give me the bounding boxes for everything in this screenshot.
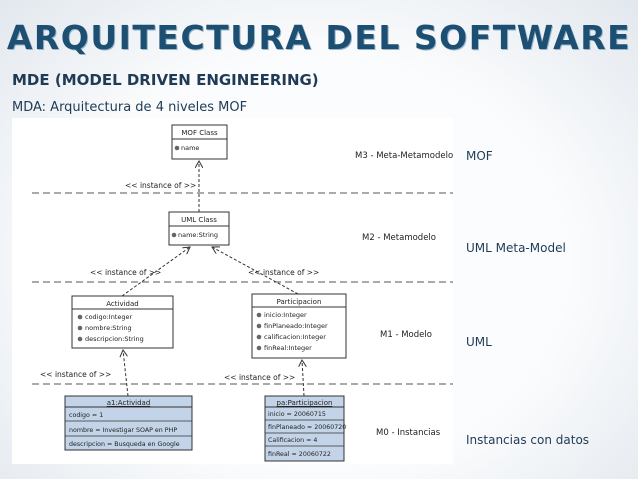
- mof-class-box: MOF Class name: [171, 124, 228, 160]
- a1-instance-attr: codigo = 1: [69, 412, 103, 419]
- pa-instance-attr: finPlaneado = 20060720: [268, 424, 346, 431]
- pa-participacion-instance-box: pa:Participacion inicio = 20060715 finPl…: [264, 395, 346, 462]
- uml-class-box: UML Class name:String: [168, 211, 230, 246]
- participacion-attr: inicio:Integer: [264, 311, 307, 319]
- attribute-bullet-icon: [256, 345, 262, 351]
- actividad-attr: nombre:String: [85, 324, 132, 332]
- attribute-bullet-icon: [77, 336, 83, 342]
- instance-of-label-m2-left: << instance of >>: [90, 268, 161, 277]
- level-label-m1: M1 - Modelo: [380, 330, 432, 340]
- instance-of-label-m3: << instance of >>: [125, 181, 196, 190]
- attribute-bullet-icon: [256, 334, 262, 340]
- participacion-class-name: Participacion: [277, 298, 322, 306]
- participacion-attr: finReal:Integer: [264, 344, 312, 352]
- attribute-bullet-icon: [256, 312, 262, 318]
- slide-caption: MDA: Arquitectura de 4 niveles MOF: [12, 100, 248, 115]
- level-label-m0: M0 - Instancias: [376, 428, 441, 438]
- side-label-uml-meta-model: UML Meta-Model: [466, 241, 566, 255]
- participacion-class-box: Participacion inicio:Integer finPlaneado…: [251, 293, 347, 359]
- a1-instance-attr: nombre = Investigar SOAP en PHP: [69, 427, 177, 434]
- actividad-class-name: Actividad: [106, 300, 138, 308]
- attribute-bullet-icon: [174, 145, 180, 151]
- actividad-attr: codigo:Integer: [85, 313, 132, 321]
- a1-actividad-instance-box: a1:Actividad codigo = 1 nombre = Investi…: [64, 395, 193, 451]
- participacion-attr: calificacion:Integer: [264, 333, 326, 341]
- mof-diagram-svg: M3 - Meta-Metamodelo M2 - Metamodelo M1 …: [32, 124, 453, 462]
- slide-title: ARQUITECTURA DEL SOFTWARE: [6, 18, 632, 57]
- mof-diagram: M3 - Meta-Metamodelo M2 - Metamodelo M1 …: [12, 118, 453, 464]
- participacion-attr: finPlaneado:Integer: [264, 322, 328, 330]
- uml-class-name: UML Class: [181, 216, 217, 224]
- attribute-bullet-icon: [77, 314, 83, 320]
- side-label-uml: UML: [466, 335, 492, 349]
- mof-class-attr: name: [181, 144, 199, 152]
- actividad-class-box: Actividad codigo:Integer nombre:String d…: [71, 295, 174, 349]
- a1-instance-attr: descripcion = Busqueda en Google: [69, 441, 180, 448]
- instance-of-label-m1-right: << instance of >>: [224, 373, 295, 382]
- side-label-instancias: Instancias con datos: [466, 433, 590, 447]
- pa-instance-attr: finReal = 20060722: [268, 451, 331, 458]
- instance-of-arrow-m2-left: [121, 247, 190, 297]
- pa-instance-attr: Calificacion = 4: [268, 437, 317, 444]
- slide-subtitle: MDE (MODEL DRIVEN ENGINEERING): [12, 71, 319, 89]
- instance-of-arrow-m2-right: [212, 247, 299, 295]
- actividad-attr: descripcion:String: [85, 335, 144, 343]
- attribute-bullet-icon: [77, 325, 83, 331]
- pa-instance-name: pa:Participacion: [277, 399, 333, 407]
- level-label-m2: M2 - Metamodelo: [362, 233, 436, 243]
- attribute-bullet-icon: [256, 323, 262, 329]
- mof-class-name: MOF Class: [181, 129, 218, 137]
- instance-of-arrow-m1-left: [123, 350, 129, 397]
- a1-instance-name: a1:Actividad: [107, 399, 151, 407]
- instance-of-arrow-m1-right: [302, 360, 304, 397]
- attribute-bullet-icon: [171, 232, 177, 238]
- instance-of-label-m2-right: << instance of >>: [248, 268, 319, 277]
- uml-class-attr: name:String: [178, 231, 218, 239]
- instance-of-label-m1-left: << instance of >>: [40, 370, 111, 379]
- pa-instance-attr: inicio = 20060715: [268, 411, 326, 418]
- side-label-mof: MOF: [466, 149, 493, 163]
- level-label-m3: M3 - Meta-Metamodelo: [355, 151, 453, 161]
